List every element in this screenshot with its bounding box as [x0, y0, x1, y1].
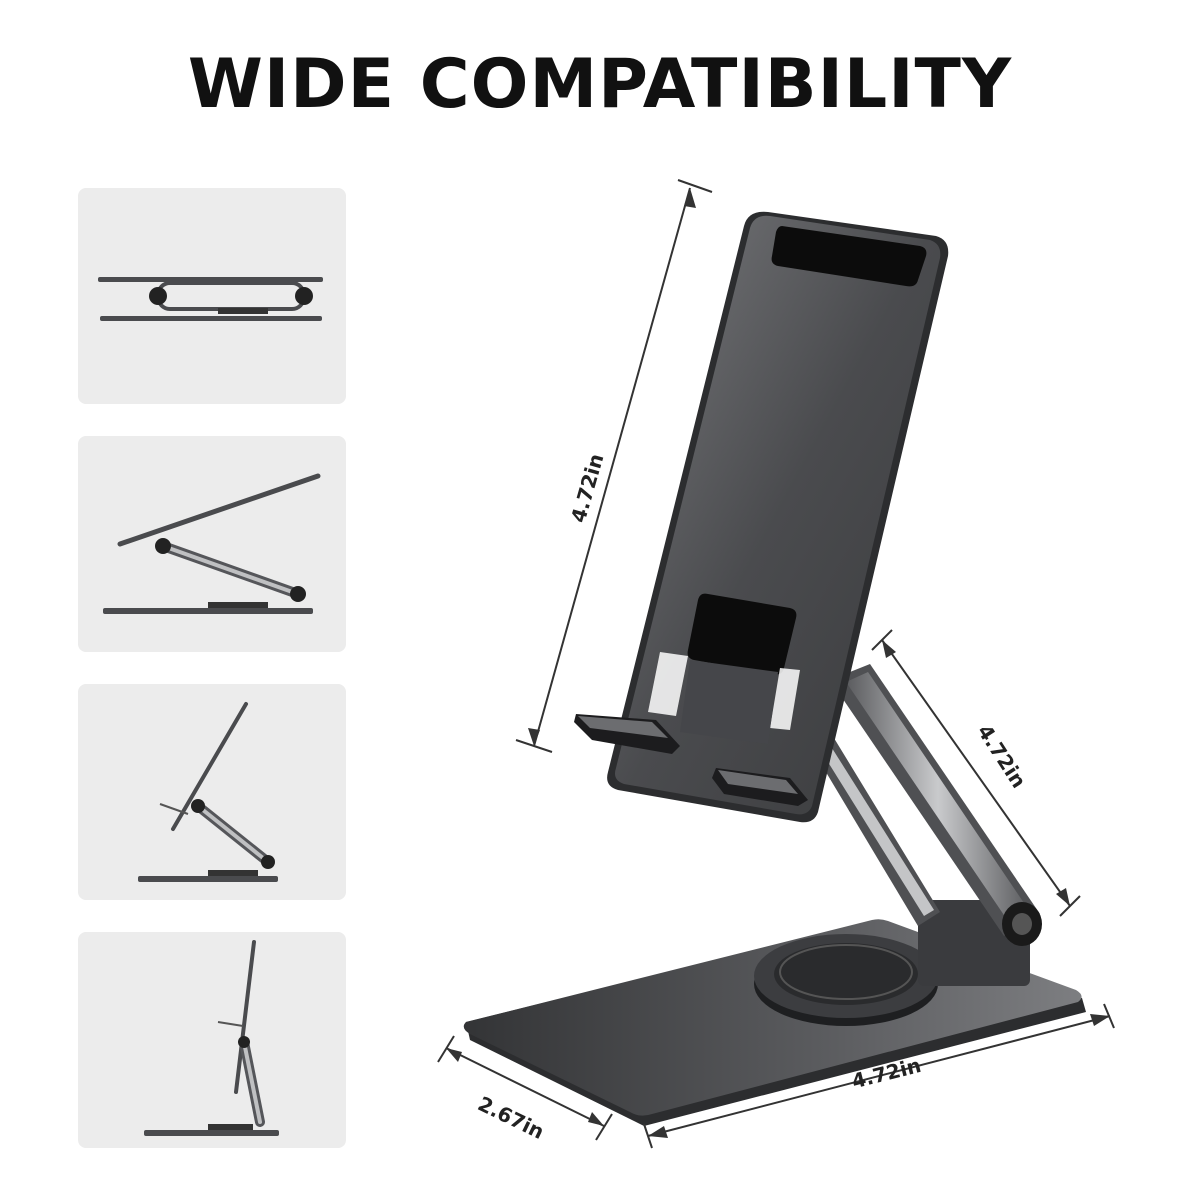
- angle-panel-folded: [78, 188, 346, 404]
- dimension-arm: [871, 629, 1081, 917]
- phone-ledges: [574, 714, 808, 806]
- page-title: WIDE COMPATIBILITY: [187, 45, 1013, 124]
- stand-upright-illustration: [144, 940, 279, 1136]
- bottom-grip-pad: [687, 593, 797, 675]
- dimension-height: [515, 179, 713, 753]
- angle-panel-low: [78, 436, 346, 652]
- height-dimension-label: 4.72in: [566, 451, 608, 525]
- stand-low-angle-illustration: [103, 473, 321, 614]
- angle-panel-upright: [78, 932, 346, 1148]
- stand-folded-illustration: [98, 277, 323, 321]
- rotating-disc: [754, 934, 938, 1026]
- depth-dimension-label: 2.67in: [474, 1091, 548, 1143]
- stand-mid-angle-illustration: [138, 702, 278, 882]
- dimension-width: [643, 1003, 1115, 1149]
- dimension-depth: [437, 1035, 613, 1141]
- angle-panel-mid: [78, 684, 346, 900]
- top-grip-pad: [771, 226, 927, 287]
- holder-plate: [607, 211, 949, 823]
